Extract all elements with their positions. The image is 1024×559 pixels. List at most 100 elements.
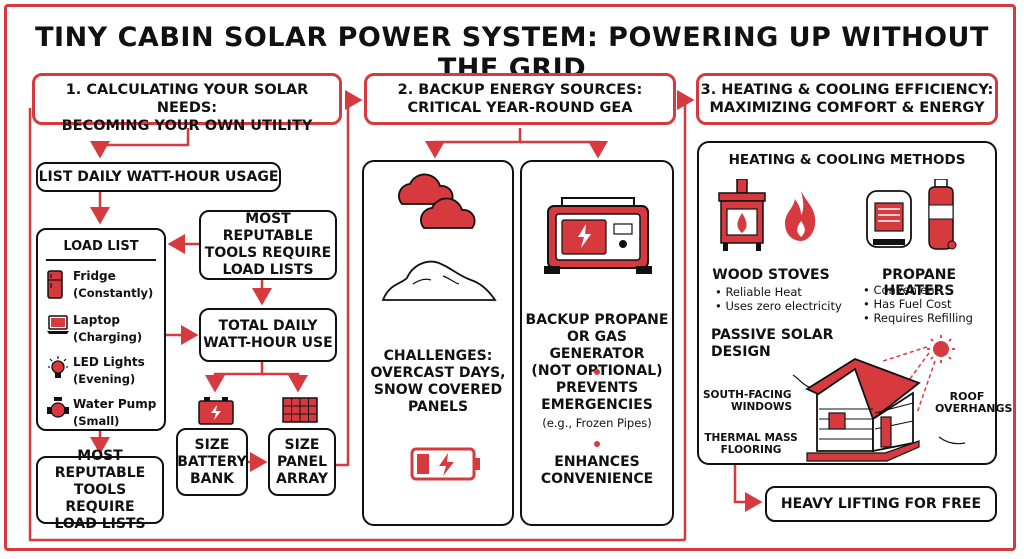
tools-note-box: MOST REPUTABLE TOOLS REQUIRE LOAD LISTS [199,210,337,280]
battery-line2: BATTERY [177,453,247,470]
propane-bullet: • Requires Refilling [863,311,973,325]
propane-bullet: • Has Fuel Cost [863,297,952,311]
total-line1: TOTAL DAILY [218,318,318,334]
load-name: LED Lights [73,355,145,369]
fridge-icon [47,270,63,299]
challenges-line1: CHALLENGES: [383,348,493,364]
cloud-icon [398,173,476,229]
section2-header-line1: 2. BACKUP ENERGY SOURCES: [397,82,643,98]
wood-stove-icon [718,179,766,251]
snow-pile-icon [381,260,497,301]
panel-line2: PANEL [276,453,327,470]
generator-icon [544,197,652,274]
tools-note-line1: MOST REPUTABLE [222,211,314,244]
battery-bank-box: SIZE BATTERY BANK [176,428,248,496]
battery-line3: BANK [189,470,235,487]
prevents-text: PREVENTS EMERGENCIES [522,380,672,414]
roof-line1: ROOF [949,390,985,403]
challenges-column: CHALLENGES: OVERCAST DAYS, SNOW COVERED … [362,160,514,526]
solar-panel-icon [282,397,318,423]
flame-icon [785,191,816,241]
total-daily-box: TOTAL DAILY WATT-HOUR USE [199,308,337,362]
load-list-divider [46,259,156,261]
load-detail: (Evening) [73,372,136,386]
challenges-text: CHALLENGES: OVERCAST DAYS, SNOW COVERED … [364,348,512,416]
thermal-line1: THERMAL MASS [704,432,798,444]
south-windows-label: SOUTH-FACING WINDOWS [703,389,803,413]
bottom-note-line1: MOST REPUTABLE [54,447,146,481]
load-list-title: LOAD LIST [63,239,139,254]
roof-line2: OVERHANGS [935,402,1013,415]
challenges-line4: PANELS [407,399,469,415]
challenges-line3: SNOW COVERED [373,382,503,398]
thermal-mass-label: THERMAL MASS FLOORING [701,432,801,456]
load-detail: (Constantly) [73,286,154,300]
generator-line2: OR GAS GENERATOR [549,329,645,362]
laptop-icon [47,315,69,334]
passive-line2: DESIGN [711,344,771,360]
heavy-lifting-box: HEAVY LIFTING FOR FREE [765,486,997,522]
propane-tank-icon [928,179,957,250]
tools-note-line2: TOOLS REQUIRE [204,245,332,261]
section1-header-line2: BECOMING YOUR OWN UTILITY [61,118,313,134]
load-name: Water Pump [73,397,157,411]
methods-title: HEATING & COOLING METHODS [728,152,966,168]
bullet-dot [594,441,600,447]
generator-text: BACKUP PROPANE OR GAS GENERATOR (NOT OPT… [522,312,672,380]
enhances-line2: CONVENIENCE [540,471,654,487]
bottom-note-box: MOST REPUTABLE TOOLS REQUIRE LOAD LISTS [36,448,164,532]
load-detail: (Small) [73,414,120,428]
generator-line1: BACKUP PROPANE [525,312,669,328]
panel-line3: ARRAY [275,470,329,487]
load-name: Fridge [73,269,116,283]
section1-header: 1. CALCULATING YOUR SOLAR NEEDS: BECOMIN… [32,73,342,134]
prevents-line1: PREVENTS [555,380,639,396]
panel-array-box: SIZE PANEL ARRAY [268,428,336,496]
tools-note-line3: LOAD LISTS [222,262,314,278]
enhances-text: ENHANCES CONVENIENCE [522,454,672,488]
enhances-line1: ENHANCES [554,454,640,470]
wood-stoves-title: WOOD STOVES [712,267,830,283]
wood-bullets: • Reliable Heat • Uses zero electricity [715,285,842,313]
generator-column: BACKUP PROPANE OR GAS GENERATOR (NOT OPT… [520,160,674,526]
passive-solar-title: PASSIVE SOLAR DESIGN [711,327,833,361]
thermal-line2: FLOORING [720,444,782,456]
list-daily-box: LIST DAILY WATT-HOUR USAGE [36,162,281,192]
propane-heaters-title: PROPANE HEATERS [881,267,957,299]
section2-header-line2: CRITICAL YEAR-ROUND GEA [407,100,633,116]
propane-bullet: • Convenient [863,283,940,297]
light-bulb-icon [48,356,68,378]
section2-header: 2. BACKUP ENERGY SOURCES: CRITICAL YEAR-… [364,73,676,125]
wood-bullet: • Uses zero electricity [715,299,842,313]
outer-frame [4,4,1016,551]
bottom-note-line3: LOAD LISTS [54,515,146,532]
load-detail: (Charging) [73,330,143,344]
list-daily-label: LIST DAILY WATT-HOUR USAGE [38,168,279,185]
battery-line1: SIZE [194,436,230,453]
battery-icon [198,397,234,425]
cabin-illustration [792,335,966,462]
section3-header: 3. HEATING & COOLING EFFICIENCY: MAXIMIZ… [696,73,998,125]
passive-line1: PASSIVE SOLAR [711,327,834,343]
load-name: Laptop [73,313,120,327]
section3-header-line1: 3. HEATING & COOLING EFFICIENCY: [700,82,994,98]
wood-bullet: • Reliable Heat [715,285,802,299]
panel-line1: SIZE [284,436,320,453]
heavy-lifting-label: HEAVY LIFTING FOR FREE [780,495,982,512]
section1-header-line1: 1. CALCULATING YOUR SOLAR NEEDS: [65,82,309,116]
total-line2: WATT-HOUR USE [203,335,333,351]
prevents-sub: (e.g., Frozen Pipes) [542,416,652,430]
methods-panel: HEATING & COOLING METHODS WOOD STOVES • … [697,141,1013,465]
south-line2: WINDOWS [731,401,793,413]
bullet-dot [594,369,600,375]
bottom-note-line2: TOOLS REQUIRE [65,481,135,515]
propane-bullets: • Convenient • Has Fuel Cost • Requires … [863,283,973,325]
prevents-line2: EMERGENCIES [541,397,653,413]
low-battery-icon [410,447,480,481]
south-line1: SOUTH-FACING [703,389,792,401]
propane-heater-icon [866,190,912,248]
roof-overhangs-label: ROOF OVERHANGS [935,390,1013,415]
challenges-line2: OVERCAST DAYS, [370,365,506,381]
water-pump-icon [47,397,69,418]
